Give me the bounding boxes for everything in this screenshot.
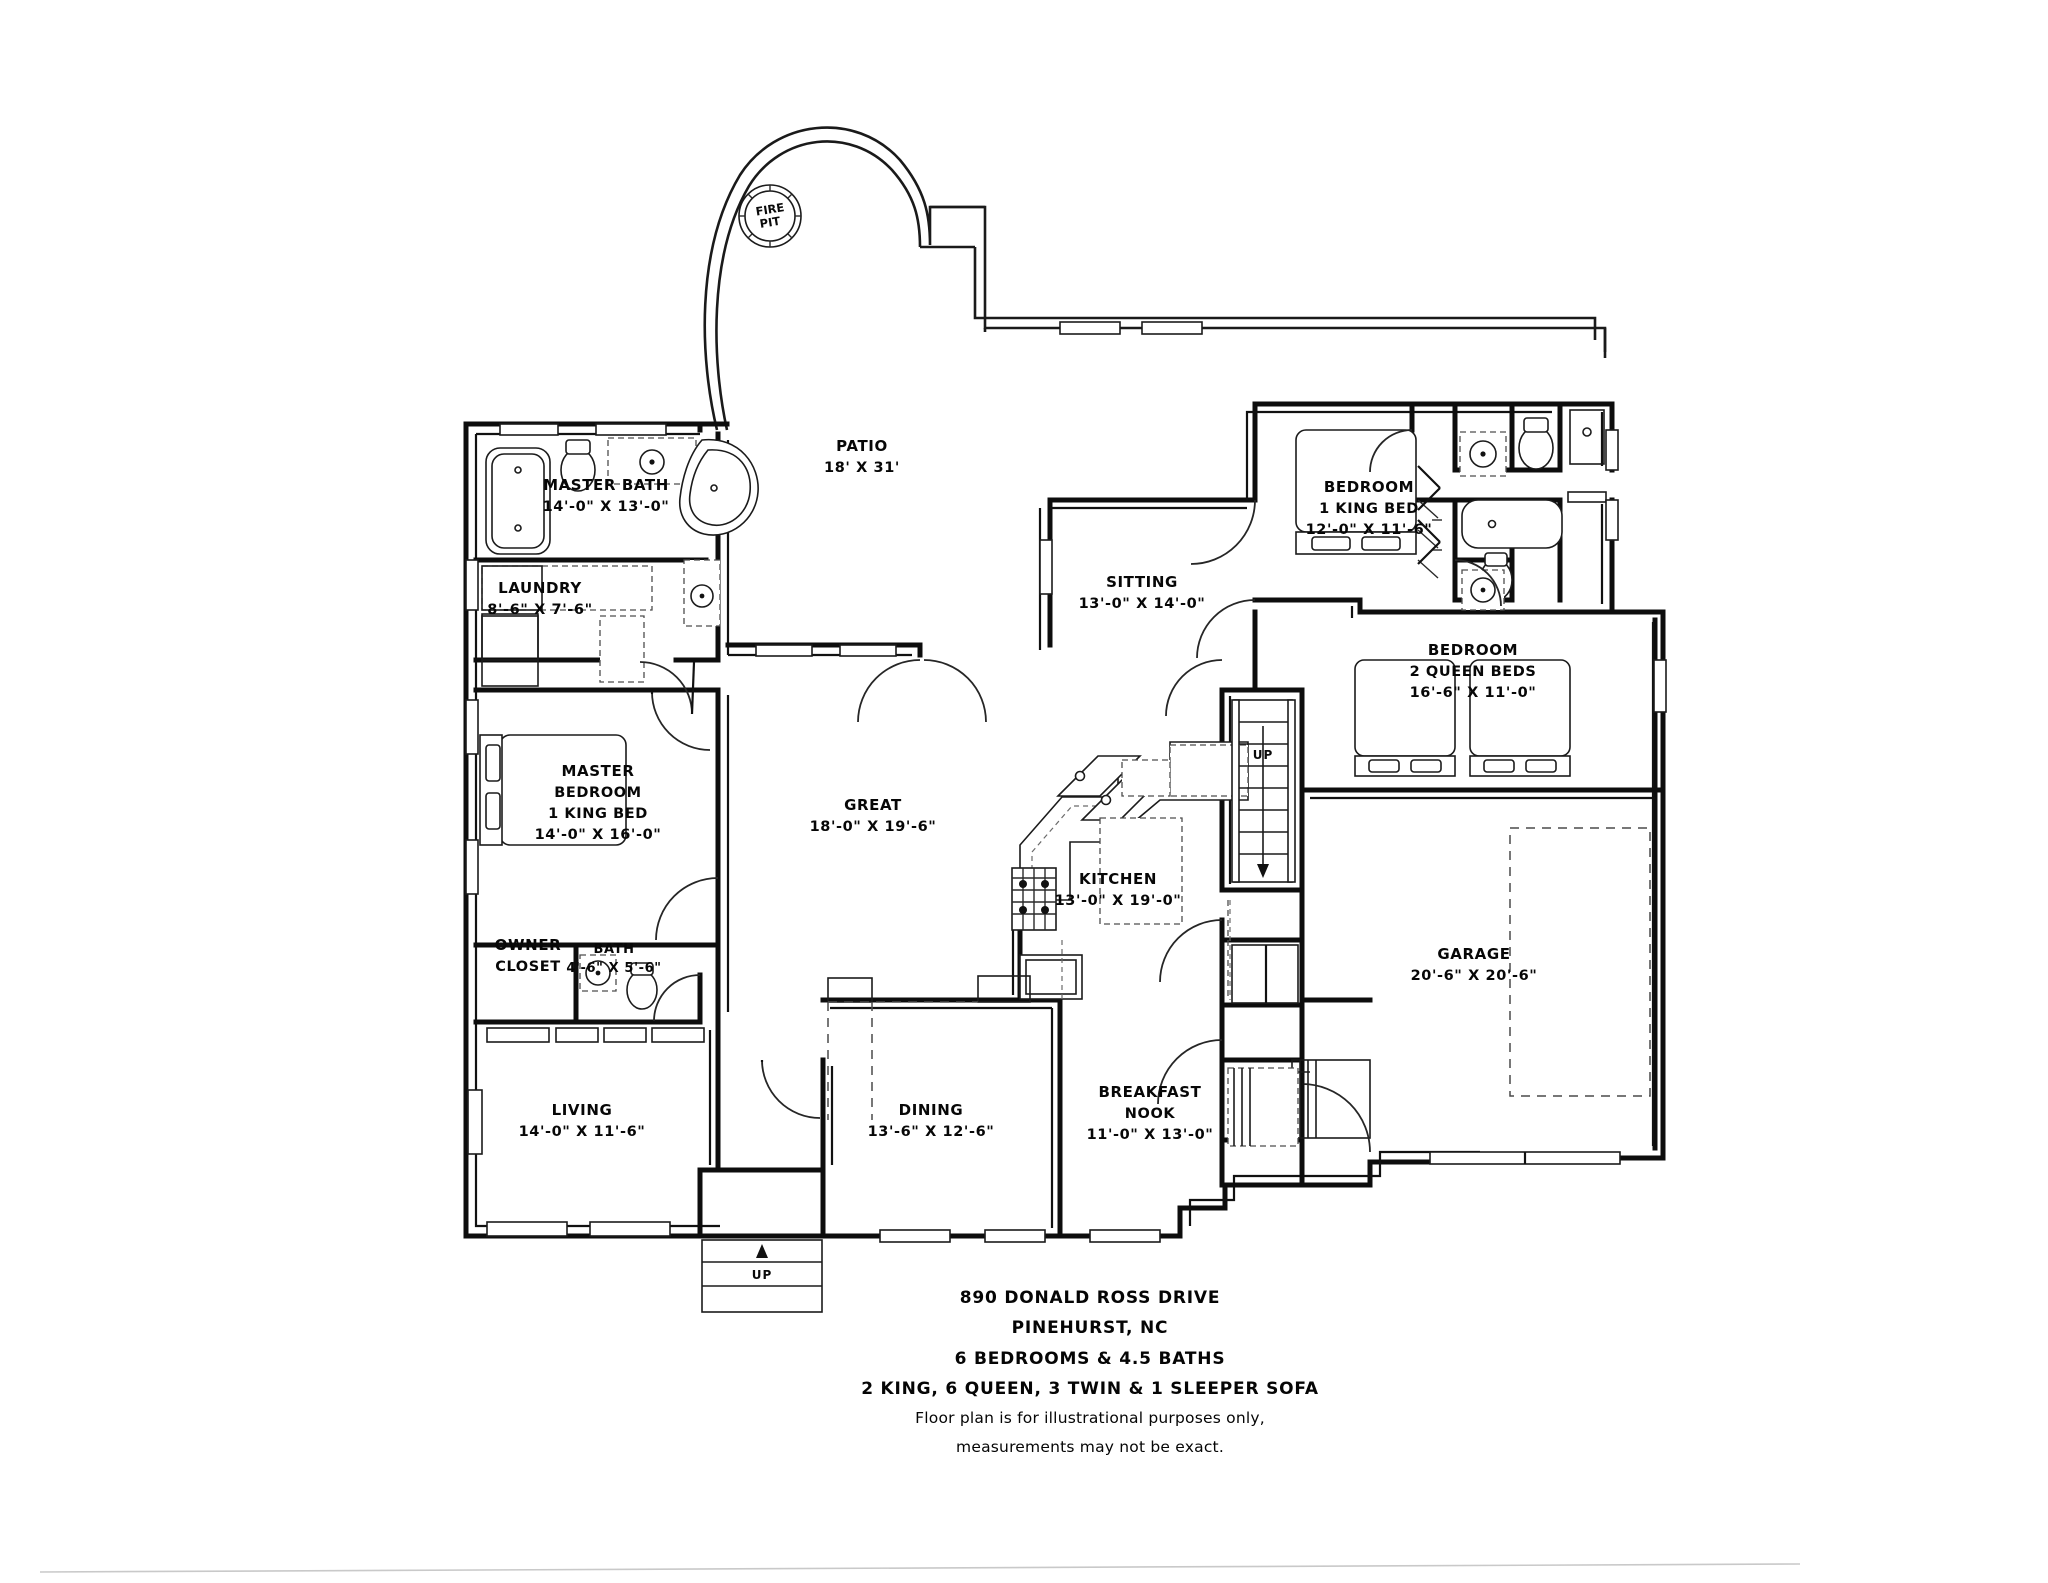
- room-label-master-bath: MASTER BATH 14'-0" X 13'-0": [543, 475, 670, 518]
- closet-shelving: [1417, 499, 1442, 579]
- room-bed-config: 2 QUEEN BEDS: [1409, 663, 1537, 680]
- stair-up-text: UP: [751, 1268, 773, 1282]
- room-dimensions: 20'-6" X 20'-6": [1410, 967, 1538, 984]
- room-label-bedroom-king: BEDROOM 1 KING BED 12'-0" X 11'-6": [1306, 477, 1433, 541]
- room-dimensions: 14'-0" X 16'-0": [534, 826, 662, 843]
- room-name: LIVING: [551, 1101, 613, 1119]
- room-name: GARAGE: [1437, 945, 1511, 963]
- owner-bath-fixtures: [579, 954, 658, 1010]
- room-dimensions: 14'-0" X 13'-0": [542, 498, 670, 515]
- scan-artifact-line: [39, 1563, 1801, 1573]
- caption-bed-types: 2 KING, 6 QUEEN, 3 TWIN & 1 SLEEPER SOFA: [861, 1378, 1319, 1399]
- room-label-great: GREAT 18'-0" X 19'-6": [810, 795, 937, 838]
- room-name: BREAKFAST: [1098, 1083, 1202, 1101]
- plan-caption: 890 DONALD ROSS DRIVE PINEHURST, NC 6 BE…: [861, 1283, 1319, 1461]
- fire-pit-icon: [738, 184, 802, 248]
- room-label-owner-closet: OWNER CLOSET: [495, 935, 562, 978]
- room-dimensions: 4'-6" X 5'-6": [566, 960, 662, 976]
- room-dimensions: 13'-0" X 14'-0": [1078, 595, 1206, 612]
- patio-outline: [703, 126, 1607, 431]
- nook-elements: [1227, 1067, 1299, 1147]
- interior-stairs: [1231, 699, 1296, 883]
- room-dimensions: 11'-0" X 13'-0": [1086, 1126, 1214, 1143]
- room-name: GREAT: [844, 796, 902, 814]
- room-dimensions: 13'-0" X 19'-0": [1054, 892, 1182, 909]
- master-bath-fixtures: [485, 437, 759, 627]
- dining-hall-details: [827, 900, 1231, 1120]
- room-name-cont: BEDROOM: [554, 784, 642, 801]
- room-dimensions: 13'-6" X 12'-6": [867, 1123, 995, 1140]
- room-name: PATIO: [836, 437, 888, 455]
- room-name-cont: CLOSET: [495, 958, 561, 975]
- room-label-patio: PATIO 18' X 31': [824, 436, 900, 479]
- caption-city-state: PINEHURST, NC: [1011, 1318, 1169, 1339]
- room-dimensions: 18'-0" X 19'-6": [809, 818, 937, 835]
- room-name: DINING: [898, 1101, 964, 1119]
- room-bed-config: 1 KING BED: [548, 805, 648, 822]
- room-label-garage: GARAGE 20'-6" X 20'-6": [1411, 944, 1538, 987]
- room-dimensions: 12'-0" X 11'-6": [1305, 521, 1433, 538]
- room-name: MASTER BATH: [543, 476, 669, 494]
- room-name: BEDROOM: [1427, 641, 1519, 659]
- room-label-kitchen: KITCHEN 13'-0" X 19'-0": [1055, 869, 1182, 912]
- interior-walls: [473, 401, 1666, 1239]
- bedroom-queens-furniture: [1354, 659, 1571, 777]
- room-label-dining: DINING 13'-6" X 12'-6": [868, 1100, 995, 1143]
- caption-bed-bath-count: 6 BEDROOMS & 4.5 BATHS: [954, 1348, 1226, 1369]
- fire-pit-label: FIRE PIT: [755, 200, 786, 231]
- door-swings: [639, 429, 1502, 1153]
- kitchen-fixtures: [1011, 741, 1249, 1000]
- room-name: LAUNDRY: [498, 579, 582, 597]
- room-dimensions: 18' X 31': [824, 459, 900, 476]
- caption-address: 890 DONALD ROSS DRIVE: [959, 1288, 1221, 1308]
- bedroom-wing-bath-fixtures: [1459, 409, 1607, 611]
- room-name: OWNER: [494, 936, 562, 954]
- room-label-laundry: LAUNDRY 8'-6" X 7'-6": [487, 578, 592, 621]
- front-stairs: [701, 1239, 823, 1313]
- master-bed: [479, 734, 627, 846]
- room-label-sitting: SITTING 13'-0" X 14'-0": [1079, 572, 1206, 615]
- stair-up-label-interior: UP: [1253, 748, 1274, 762]
- room-dimensions: 16'-6" X 11'-0": [1409, 684, 1537, 701]
- room-bed-config: 1 KING BED: [1319, 500, 1419, 517]
- windows: [465, 321, 1667, 1243]
- room-name: BATH: [593, 942, 635, 957]
- room-dimensions: 8'-6" X 7'-6": [487, 601, 593, 618]
- stair-up-text: UP: [1252, 748, 1274, 762]
- room-name: MASTER: [561, 762, 635, 780]
- caption-disclaimer-line1: Floor plan is for illustrational purpose…: [915, 1409, 1265, 1427]
- living-windows: [467, 1027, 705, 1237]
- room-label-bedroom-queens: BEDROOM 2 QUEEN BEDS 16'-6" X 11'-0": [1410, 640, 1537, 704]
- room-name-cont: NOOK: [1124, 1105, 1176, 1122]
- laundry-fixtures: [481, 565, 653, 687]
- stair-up-label-front: UP: [752, 1268, 773, 1282]
- fire-pit-label-line2: PIT: [758, 213, 782, 231]
- bedroom-king-furniture: [1295, 429, 1417, 555]
- room-label-bath: BATH 4'-6" X 5'-6": [566, 941, 661, 979]
- room-label-breakfast-nook: BREAKFAST NOOK 11'-0" X 13'-0": [1087, 1082, 1214, 1146]
- caption-disclaimer-line2: measurements may not be exact.: [956, 1437, 1224, 1456]
- room-label-master-bedroom: MASTER BEDROOM 1 KING BED 14'-0" X 16'-0…: [535, 761, 662, 846]
- room-dimensions: 14'-0" X 11'-6": [518, 1123, 646, 1140]
- room-name: KITCHEN: [1079, 870, 1157, 888]
- room-name: BEDROOM: [1323, 478, 1415, 496]
- room-label-living: LIVING 14'-0" X 11'-6": [519, 1100, 646, 1143]
- room-name: SITTING: [1106, 573, 1178, 591]
